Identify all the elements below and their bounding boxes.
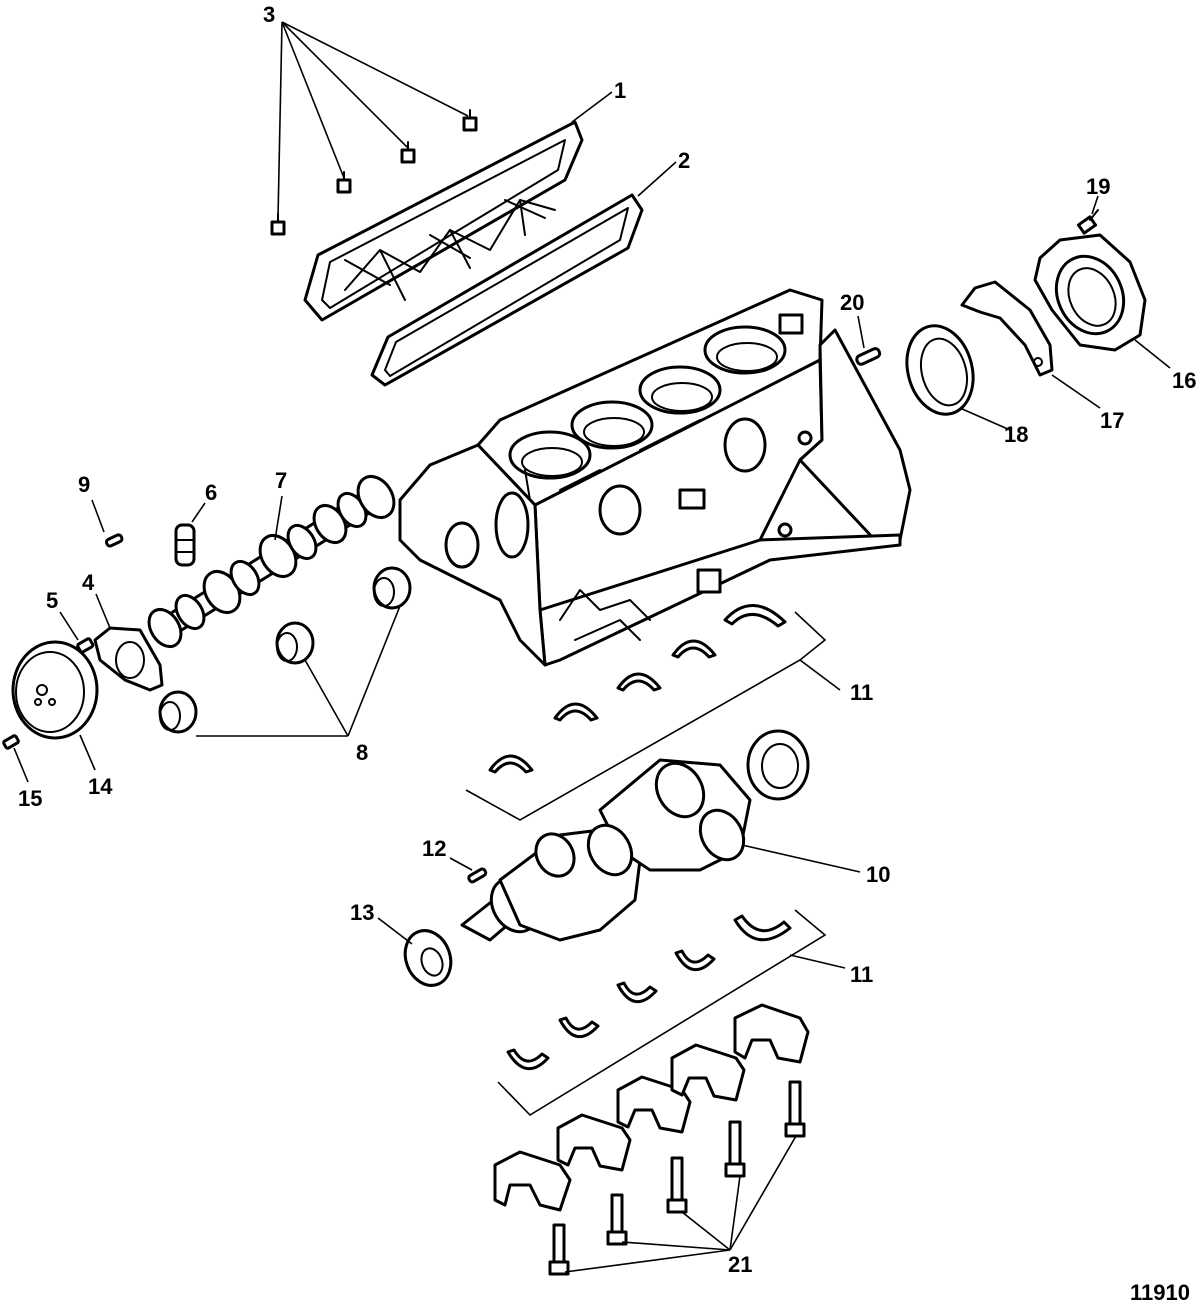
part-dowel-pin (855, 347, 882, 366)
callout-11-lower: 11 (850, 962, 873, 987)
callout-13: 13 (350, 900, 374, 925)
part-crank-gear (403, 929, 453, 987)
callout-6: 6 (205, 480, 217, 505)
part-main-caps-and-bolts (493, 1003, 810, 1276)
callout-14: 14 (88, 774, 113, 799)
callout-16: 16 (1172, 368, 1196, 393)
callout-8: 8 (356, 740, 368, 765)
part-cam-bearings (158, 566, 412, 734)
callout-21: 21 (728, 1252, 752, 1277)
figure-number: 11910 (1130, 1280, 1190, 1305)
part-rear-seal-housing (1033, 233, 1147, 352)
part-main-bearings-upper (488, 604, 787, 774)
callout-1: 1 (614, 78, 626, 103)
part-crank-key (467, 867, 488, 884)
callout-9: 9 (78, 472, 90, 497)
part-camshaft (147, 475, 396, 649)
callout-18: 18 (1004, 422, 1028, 447)
part-lifter (174, 523, 196, 567)
part-rear-seal (905, 324, 975, 416)
callout-10: 10 (866, 862, 890, 887)
callout-17: 17 (1100, 408, 1124, 433)
callout-19: 19 (1086, 174, 1110, 199)
callout-11-upper: 11 (850, 680, 873, 705)
callout-4: 4 (82, 570, 95, 595)
leader-lines (13, 21, 1171, 1273)
callout-20: 20 (840, 290, 864, 315)
part-crankshaft (460, 729, 810, 942)
callout-15: 15 (18, 786, 42, 811)
callout-labels: 3 1 2 19 20 16 17 18 9 6 7 4 5 11 8 15 1… (18, 2, 1196, 1277)
part-housing-screw (1076, 209, 1099, 235)
callout-12: 12 (422, 836, 446, 861)
part-seal-housing-gasket (960, 280, 1054, 377)
part-cam-key (104, 533, 124, 548)
callout-3: 3 (263, 2, 275, 27)
callout-5: 5 (46, 588, 58, 613)
part-cam-gear (11, 640, 99, 740)
part-engine-block (398, 288, 912, 667)
part-thrust-plate (93, 626, 164, 692)
part-gear-screw (2, 734, 20, 750)
part-gasket (370, 193, 644, 387)
callout-7: 7 (275, 468, 287, 493)
part-main-bearings-lower (506, 914, 792, 1070)
part-valley-cover (303, 120, 584, 322)
callout-2: 2 (678, 148, 690, 173)
